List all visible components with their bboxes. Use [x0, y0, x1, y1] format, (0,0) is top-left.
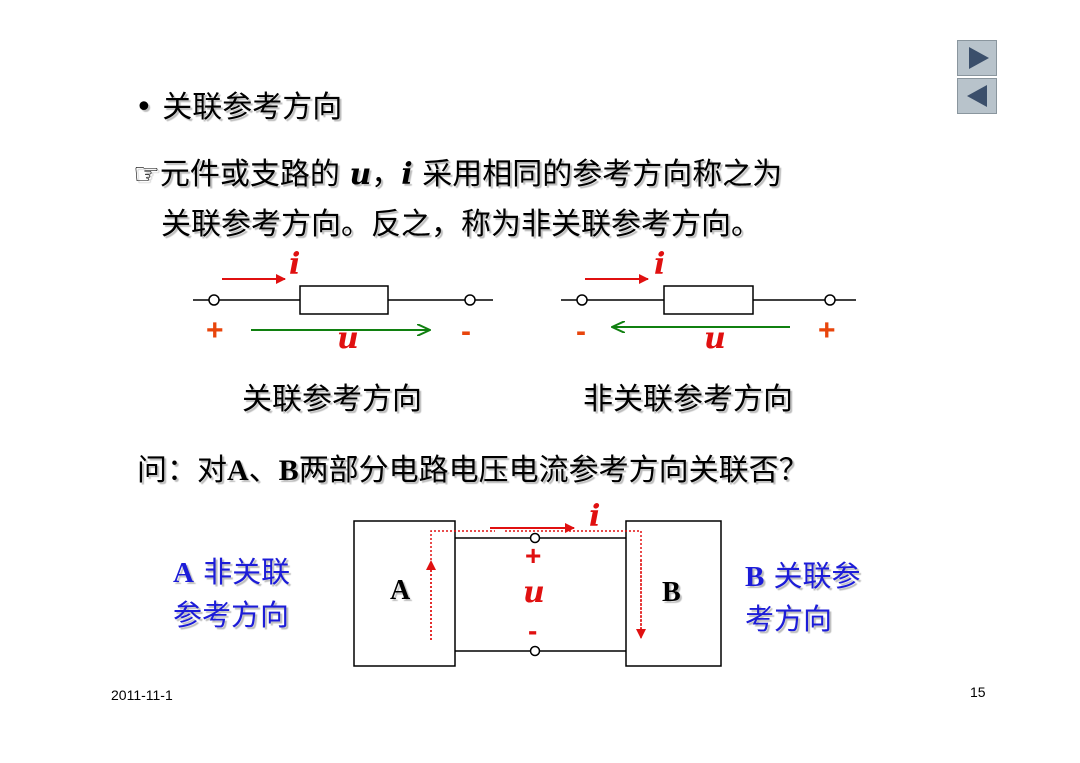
voltage-label: u — [523, 575, 545, 610]
minus-sign: - — [461, 315, 471, 348]
definition-paragraph: ☞元件或支路的 u，i 采用相同的参考方向称之为 关联参考方向。反之，称为非关联… — [133, 150, 782, 250]
box-b — [625, 520, 722, 667]
i-symbol: i — [401, 157, 413, 192]
u-symbol: u — [349, 157, 372, 192]
current-label: i — [589, 499, 601, 534]
bullet-heading: • 关联参考方向 — [135, 82, 342, 126]
current-label: i — [289, 247, 301, 282]
minus-sign: - — [528, 615, 538, 646]
terminal — [529, 532, 541, 544]
current-label: i — [654, 247, 666, 282]
annotation-a-line-1: A 非关联 — [173, 551, 290, 594]
annotation-a-text: 非关联 — [193, 555, 291, 589]
caption-associated: 关联参考方向 — [242, 382, 422, 417]
annotation-a-letter: A — [173, 557, 194, 589]
question-suffix: 两部分电路电压电流参考方向关联否？ — [298, 453, 809, 488]
question-prefix: 问：对 — [137, 453, 227, 488]
definition-line-1: ☞元件或支路的 u，i 采用相同的参考方向称之为 — [133, 150, 782, 200]
annotation-b-text: 关联参 — [764, 559, 861, 593]
annotation-a-line-2: 参考方向 — [173, 598, 290, 632]
box-a-label: A — [390, 575, 411, 606]
play-left-icon — [967, 85, 987, 107]
ab-circuit — [353, 520, 722, 667]
terminal — [464, 294, 476, 306]
resistor — [663, 285, 754, 315]
box-a — [353, 520, 456, 667]
box-b-label: B — [662, 577, 681, 608]
comma: ， — [371, 157, 402, 192]
bullet-text: 关联参考方向 — [162, 90, 343, 125]
question-b: B — [278, 454, 299, 487]
associated-circuit — [193, 274, 493, 330]
hand-pointer-icon: ☞ — [133, 157, 160, 192]
definition-text-a: 元件或支路的 — [159, 157, 350, 192]
page-number: 15 — [970, 684, 986, 700]
question-sep: 、 — [248, 453, 279, 488]
prev-slide-button[interactable] — [957, 78, 997, 114]
bullet-dot: • — [135, 90, 153, 125]
definition-line-2: 关联参考方向。反之，称为非关联参考方向。 — [161, 207, 761, 242]
caption-non-associated: 非关联参考方向 — [583, 382, 793, 417]
plus-sign: + — [818, 314, 836, 347]
question: 问：对A、B两部分电路电压电流参考方向关联否？ — [137, 445, 809, 489]
non-associated-circuit — [561, 274, 856, 327]
definition-text-b: 采用相同的参考方向称之为 — [412, 157, 783, 192]
plus-sign: + — [206, 314, 224, 347]
annotation-b-line-2: 考方向 — [745, 602, 833, 636]
voltage-label: u — [337, 321, 359, 356]
resistor — [299, 285, 389, 315]
annotation-b-letter: B — [745, 561, 765, 593]
question-a: A — [227, 454, 249, 487]
annotation-a: A 非关联 参考方向 — [173, 551, 290, 636]
minus-sign: - — [576, 315, 586, 348]
terminal — [824, 294, 836, 306]
terminal — [529, 645, 541, 657]
voltage-label: u — [704, 321, 726, 356]
terminal — [208, 294, 220, 306]
plus-sign: + — [525, 540, 542, 571]
terminal — [576, 294, 588, 306]
annotation-b-line-1: B 关联参 — [745, 555, 861, 598]
next-slide-button[interactable] — [957, 40, 997, 76]
annotation-b: B 关联参 考方向 — [745, 555, 861, 640]
footer-date: 2011-11-1 — [111, 687, 173, 703]
play-right-icon — [969, 47, 989, 69]
